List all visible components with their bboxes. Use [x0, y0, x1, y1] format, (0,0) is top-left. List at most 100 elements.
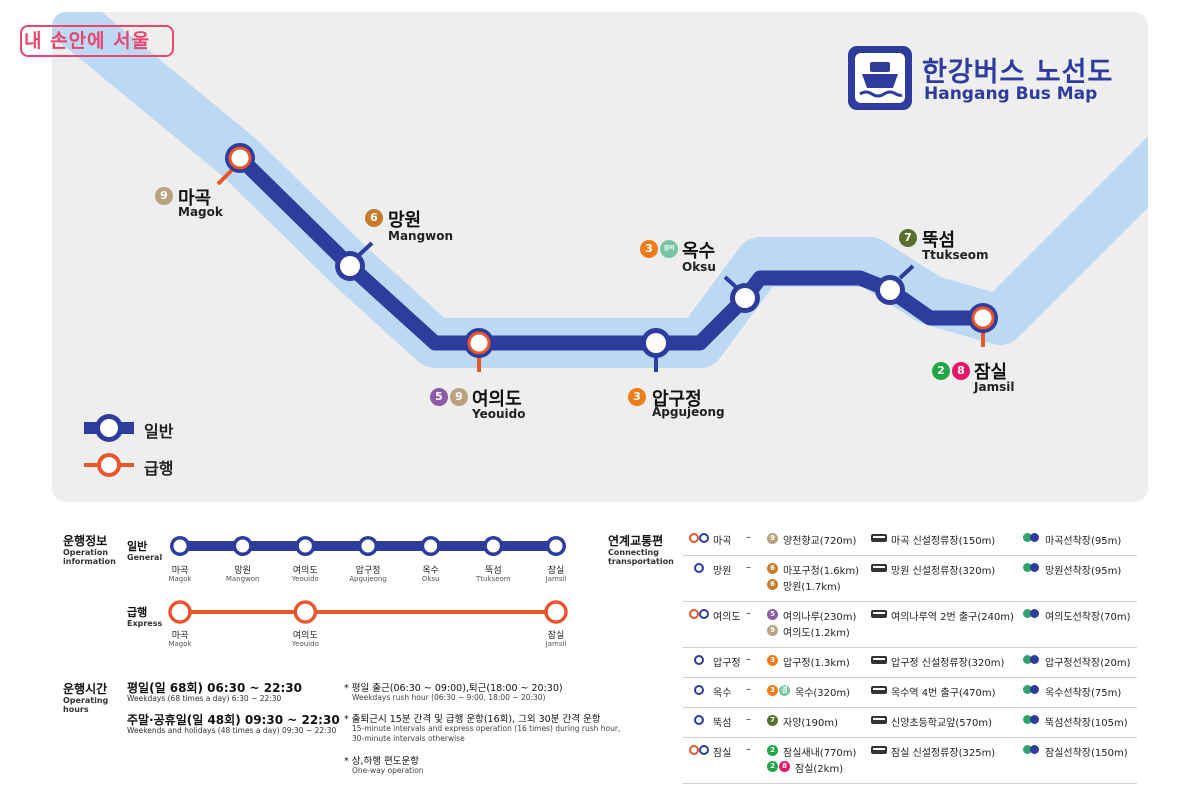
ferry-dock-icon: [1023, 685, 1039, 694]
connect-station: 뚝섬: [713, 718, 732, 729]
line-badge: 2: [932, 362, 950, 380]
bus-icon: [871, 564, 887, 572]
connect-dash: –: [746, 744, 751, 755]
ferry-connection: 압구정선착장(20m): [1045, 658, 1131, 669]
station-name-ko: 뚝섬: [922, 230, 956, 251]
weekend-hours-en: Weekends and holidays (48 times a day) 0…: [127, 726, 337, 735]
note-1: * 평일 출근(06:30 ~ 09:00),퇴근(18:00 ~ 20:30): [344, 683, 563, 694]
subway-line-badge: 3: [767, 685, 778, 696]
legend-express-swatch: [84, 453, 134, 477]
general-ring-icon: [694, 715, 704, 725]
line-badge: 3: [628, 388, 646, 406]
brand-logo: 내 손안에 서울: [20, 25, 174, 57]
connect-dash: –: [746, 684, 751, 695]
note-2: * 출퇴근시 15분 간격 및 급행 운항(16회), 그외 30분 간격 운항: [344, 714, 601, 725]
op-general-station-en: Magok: [168, 575, 192, 583]
line-badge: 7: [899, 229, 917, 247]
line-badge: 8: [952, 362, 970, 380]
subway-line-badge: 8: [779, 761, 790, 772]
connect-title: 연계교통편: [608, 534, 664, 548]
note-2-en2: 30-minute intervals otherwise: [352, 734, 465, 743]
bus-connection: 신양초등학교앞(570m): [891, 718, 993, 729]
op-express-stop: [544, 600, 568, 624]
subway-connection: 양천향교(720m): [783, 536, 857, 547]
ferry-connection: 잠실선착장(150m): [1045, 748, 1128, 759]
ferry-connection: 여의도선착장(70m): [1045, 612, 1131, 623]
map-panel: [52, 12, 1148, 502]
op-express-station-ko: 잠실: [547, 631, 565, 641]
general-ring-icon: [699, 609, 709, 619]
op-express-station-en: Jamsil: [545, 640, 567, 648]
station-yeouido: [464, 328, 494, 358]
connect-station: 망원: [713, 566, 732, 577]
general-ring-icon: [694, 655, 704, 665]
general-ring-icon: [699, 745, 709, 755]
connect-station: 여의도: [713, 612, 741, 623]
op-general-station-ko: 잠실: [547, 566, 565, 576]
op-general-station-en: Yeouido: [291, 575, 319, 583]
station-oksu: [730, 283, 760, 313]
line-badge: 5: [430, 388, 448, 406]
express-ring-icon: [689, 745, 699, 755]
mangwon-tick: [356, 241, 374, 258]
station-name-en: Oksu: [682, 260, 716, 274]
ferry-connection: 망원선착장(95m): [1045, 566, 1122, 577]
op-general-stop-inner: [236, 539, 250, 553]
subway-line-badge: 3: [767, 655, 778, 666]
station-name-en: Mangwon: [388, 229, 454, 243]
ferry-dock-icon: [1023, 563, 1039, 572]
op-general-station-ko: 압구정: [355, 566, 381, 576]
subway-line-badge: 9: [767, 533, 778, 544]
legend-general-label: 일반: [144, 422, 174, 441]
op-express-station-en: Yeouido: [291, 640, 319, 648]
station-ttukseom: [875, 275, 905, 305]
subway-line-badge: 5: [767, 609, 778, 620]
note-1-en: Weekdays rush hour (06:30 ~ 9:00, 18:00 …: [352, 693, 546, 702]
ferry-dock-icon: [1023, 745, 1039, 754]
op-general-stop-inner: [173, 539, 187, 553]
general-ring-icon: [699, 533, 709, 543]
bus-icon: [871, 656, 887, 664]
bus-connection: 옥수역 4번 출구(470m): [891, 688, 996, 699]
op-general-stop-inner: [424, 539, 438, 553]
oksu-tick: [723, 275, 739, 290]
express-ring-icon: [689, 533, 699, 543]
line-badge: 6: [365, 209, 383, 227]
op-general-stop-inner: [298, 539, 312, 553]
op-general-station-ko: 망원: [234, 566, 251, 576]
note-3-en: One-way operation: [352, 766, 424, 775]
legend-express-label: 급행: [144, 459, 174, 478]
op-general-stop-inner: [549, 539, 563, 553]
station-name-ko: 망원: [388, 210, 422, 231]
ferry-dock-icon: [1023, 533, 1039, 542]
connect-station: 압구정: [713, 658, 741, 669]
weekday-hours-en: Weekdays (68 times a day) 6:30 ~ 22:30: [127, 694, 282, 703]
weekday-hours: 평일(일 68회) 06:30 ~ 22:30: [127, 681, 302, 695]
subway-line-badge: 9: [767, 625, 778, 636]
operation-title-en: Operation information: [63, 548, 116, 566]
connect-dash: –: [746, 532, 751, 543]
station-name-ko: 옥수: [682, 241, 716, 262]
ferry-connection: 마곡선착장(95m): [1045, 536, 1122, 547]
subway-connection: 망원(1.7km): [783, 582, 841, 593]
bus-connection: 여의나루역 2번 출구(240m): [891, 612, 1014, 623]
hours-title: 운행시간: [63, 682, 108, 696]
line-badge: 3: [640, 240, 658, 258]
subway-connection: 자양(190m): [783, 718, 839, 729]
connect-dash: –: [746, 608, 751, 619]
bus-icon: [871, 686, 887, 694]
connect-dash: –: [746, 654, 751, 665]
bus-icon: [871, 746, 887, 754]
op-general-station-en: Ttukseom: [476, 575, 511, 583]
ferry-connection: 뚝섬선착장(105m): [1045, 718, 1128, 729]
station-name-en: Ttukseom: [922, 248, 989, 262]
connect-station: 마곡: [713, 536, 732, 547]
line-badge: 9: [450, 388, 468, 406]
